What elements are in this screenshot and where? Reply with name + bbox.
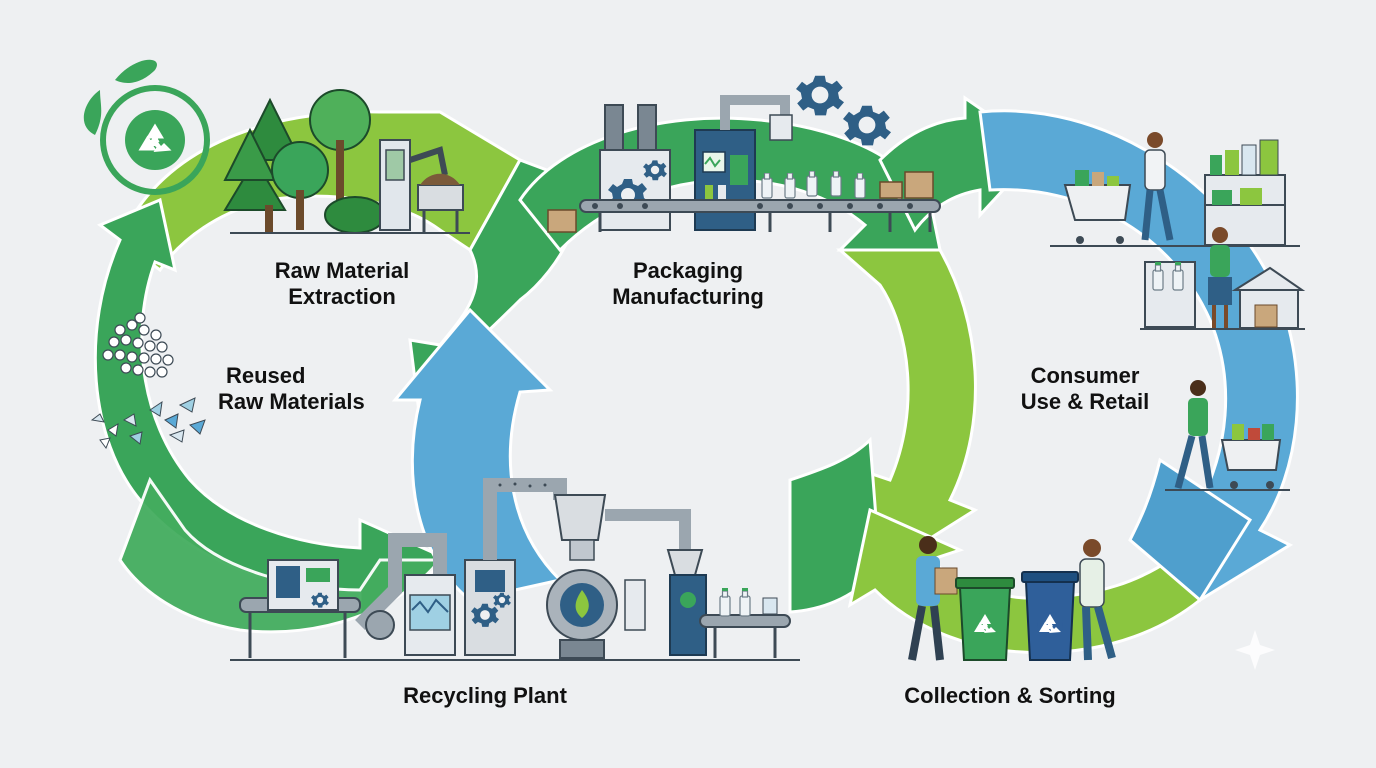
collection-line1: Collection & Sorting — [904, 683, 1116, 708]
reused-label: Reused Raw Materials — [218, 363, 388, 415]
raw-material-line2: Extraction — [288, 284, 396, 309]
reused-line2: Raw Materials — [218, 389, 365, 414]
recycling-plant-icon — [230, 478, 800, 661]
raw-material-label: Raw Material Extraction — [262, 258, 422, 310]
shopper-icon — [1050, 132, 1306, 491]
leaf-recycle-icon — [83, 59, 210, 195]
forest-icon — [223, 89, 470, 234]
recycle-bin-icon — [908, 536, 1116, 661]
packaging-line1: Packaging — [632, 258, 744, 283]
recycling-line1: Recycling Plant — [403, 683, 567, 708]
arrow-blue-wedge — [1128, 457, 1253, 603]
consumer-line2: Use & Retail — [1020, 389, 1150, 414]
pellets-icon — [90, 312, 206, 450]
recycling-label: Recycling Plant — [390, 683, 580, 709]
collection-label: Collection & Sorting — [890, 683, 1130, 709]
sparkle-icon — [1235, 630, 1275, 670]
consumer-line1: Consumer — [1030, 363, 1140, 388]
packaging-line2: Manufacturing — [612, 284, 764, 309]
packaging-label: Packaging Manufacturing — [598, 258, 778, 310]
reused-line1: Reused — [226, 363, 306, 388]
factory-icon — [547, 75, 941, 233]
raw-material-line1: Raw Material — [274, 258, 410, 283]
consumer-label: Consumer Use & Retail — [1010, 363, 1160, 415]
